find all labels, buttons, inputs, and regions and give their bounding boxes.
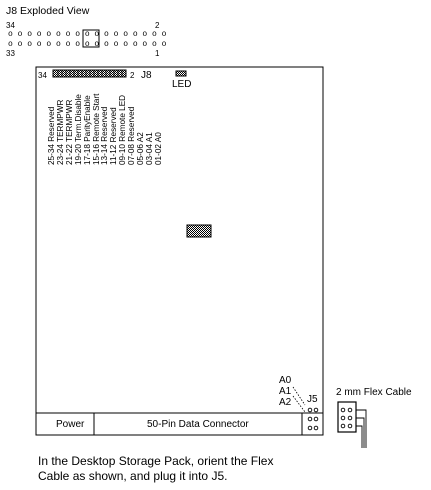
flex-cable-plug [337, 401, 357, 433]
address-label-a1: A1 [279, 386, 292, 397]
flex-cable-label: 2 mm Flex Cable [336, 387, 412, 398]
j8-label: J8 [141, 70, 152, 81]
j5-label: J5 [307, 394, 318, 405]
flex-cable-wires [356, 409, 367, 448]
address-label-a0: A0 [279, 375, 292, 386]
power-connector-label: Power [56, 419, 85, 430]
exploded-pin-row-top: o o o o o o o o o o o o o o o o o [8, 30, 167, 39]
j8-pin-34-label: 34 [38, 71, 47, 80]
exploded-jumper-highlight [82, 29, 100, 48]
led-indicator [175, 70, 187, 77]
center-chip [186, 224, 212, 238]
data-connector-label: 50-Pin Data Connector [147, 419, 249, 430]
led-label: LED [172, 79, 192, 90]
controller-board [35, 66, 324, 436]
flex-cable-plug-pins [340, 407, 353, 429]
a1-leader [292, 395, 306, 413]
exploded-pin-1: 1 [155, 49, 160, 58]
address-label-a2: A2 [279, 397, 292, 408]
caption-line-2: Cable as shown, and plug it into J5. [38, 469, 228, 483]
j8-header-pins [57, 70, 123, 77]
exploded-pin-row-bottom: o o o o o o o o o o o o o o o o o [8, 40, 167, 49]
j5-connector [307, 407, 319, 431]
exploded-pin-34: 34 [6, 21, 15, 30]
exploded-pin-33: 33 [6, 49, 15, 58]
caption-line-1: In the Desktop Storage Pack, orient the … [38, 454, 274, 468]
exploded-view-title: J8 Exploded View [6, 5, 90, 17]
a0-leader [292, 386, 306, 406]
jumper-setting: 01-02 A0 [153, 132, 163, 165]
j8-pin-2-label: 2 [130, 71, 135, 80]
exploded-pin-2: 2 [155, 21, 160, 30]
j8-header [52, 69, 127, 78]
jumper-settings-list: 25-34 Reserved 23-24 TERMPWR 21-22 TERMP… [47, 94, 164, 165]
